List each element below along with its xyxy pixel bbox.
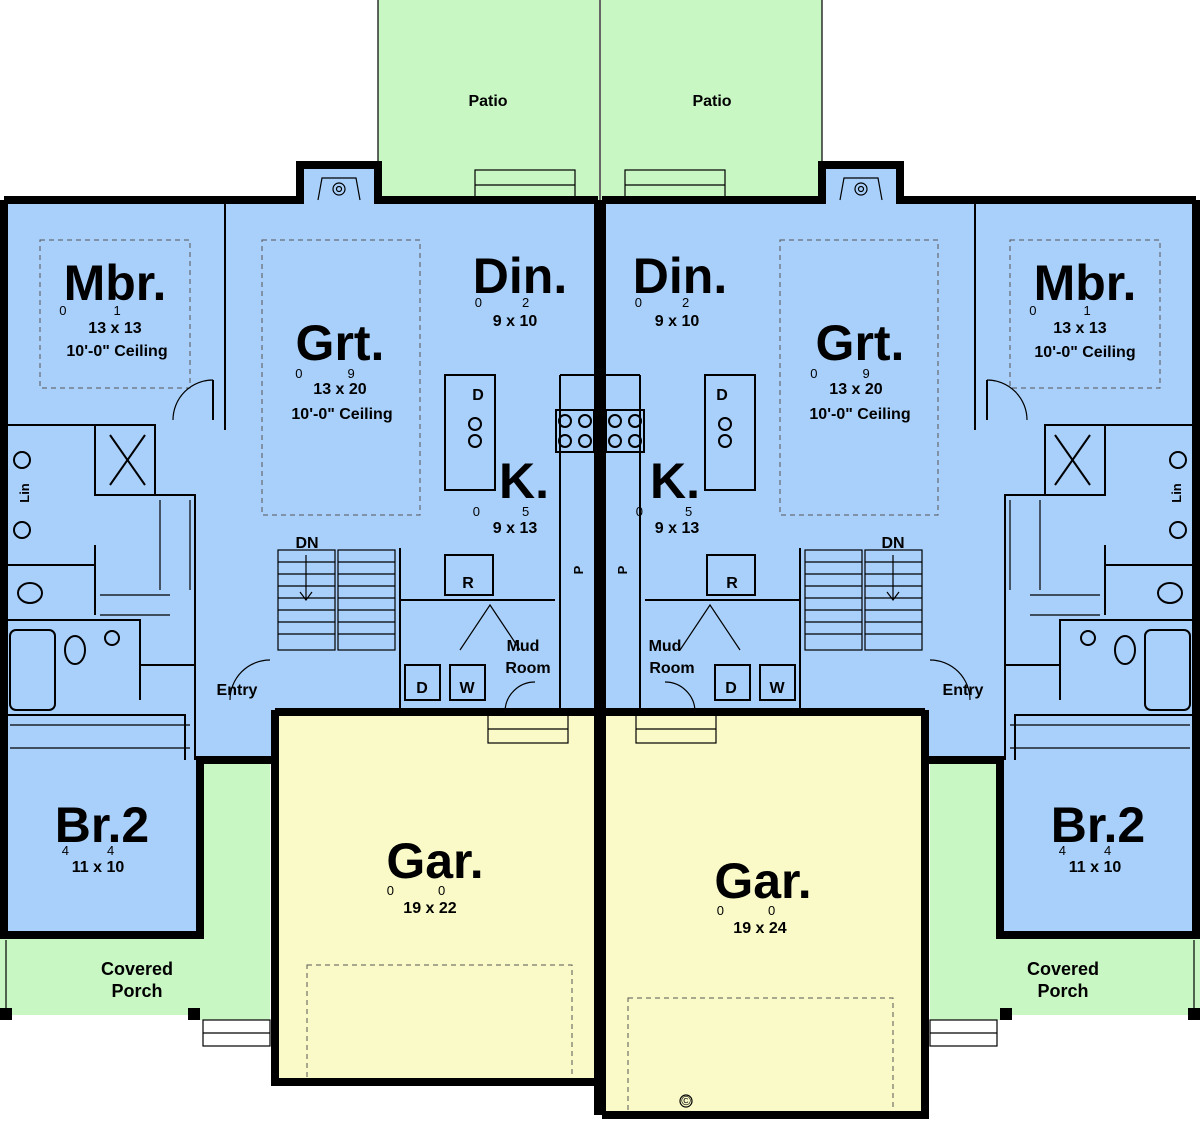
great-left-dims: 13 x 20 [313,381,366,398]
dining-left-name: Din. [473,248,567,304]
garage-right-dims: 19 x 24 [733,920,786,937]
refrigerator-left: R [462,575,474,592]
great-right-dims: 13 x 20 [829,381,882,398]
linen-right: Lin [1169,483,1184,503]
stair-right: DN [881,535,904,552]
dining-right-name: Din. [633,248,727,304]
washer-left: W [459,680,475,697]
master-left-dims: 13 x 13 [88,320,141,337]
bedroom2-left-dims: 11 x 10 [72,859,125,876]
mudroom-left-2: Room [505,660,550,677]
master-right-ceiling: 10'-0" Ceiling [1034,344,1135,361]
mudroom-left-1: Mud [507,638,540,655]
refrigerator-right: R [726,575,738,592]
stair-left: DN [295,535,318,552]
bedroom2-right-name: Br.2 [1051,797,1146,853]
pantry-left: P [571,565,586,574]
garage-left-dims: 19 x 22 [403,900,456,917]
master-left-name: Mbr. [64,255,167,311]
kitchen-right-name: K. [650,453,700,509]
master-right-name: Mbr. [1034,255,1137,311]
dining-right-dims: 9 x 10 [655,313,700,330]
patio-left-label: Patio [468,93,507,110]
kitchen-right-dims: 9 x 13 [655,520,700,537]
pantry-right: P [615,565,630,574]
dryer-left: D [416,680,428,697]
master-left-ceiling: 10'-0" Ceiling [66,343,167,360]
great-right-ceiling: 10'-0" Ceiling [809,406,910,423]
master-right-dims: 13 x 13 [1053,320,1106,337]
garage-left-name: Gar. [386,833,483,889]
bedroom2-right-dims: 11 x 10 [1069,859,1122,876]
garage-right-name: Gar. [714,853,811,909]
porch-right-1: Covered [1027,959,1099,979]
mudroom-right-1: Mud [649,638,682,655]
patio-right-label: Patio [692,93,731,110]
great-left-ceiling: 10'-0" Ceiling [291,406,392,423]
bedroom2-left-name: Br.2 [55,797,150,853]
washer-right: W [769,680,785,697]
porch-right-2: Porch [1037,981,1088,1001]
great-right-name: Grt. [816,315,905,371]
patio-right-area [601,0,822,200]
kitchen-left-dims: 9 x 13 [493,520,538,537]
kitchen-left-name: K. [499,453,549,509]
porch-left-2: Porch [111,981,162,1001]
patio-left-area [378,0,599,200]
copyright-mark: © [681,1093,691,1108]
garage-left-area [275,712,597,1082]
entry-left: Entry [217,682,258,699]
garage-right-area [601,712,923,1115]
porch-left-1: Covered [101,959,173,979]
linen-left: Lin [17,483,32,503]
dishwasher-right: D [716,387,728,404]
dishwasher-left: D [472,387,484,404]
dryer-right: D [725,680,737,697]
great-left-name: Grt. [296,315,385,371]
dining-left-dims: 9 x 10 [493,313,538,330]
entry-right: Entry [943,682,984,699]
mudroom-right-2: Room [649,660,694,677]
